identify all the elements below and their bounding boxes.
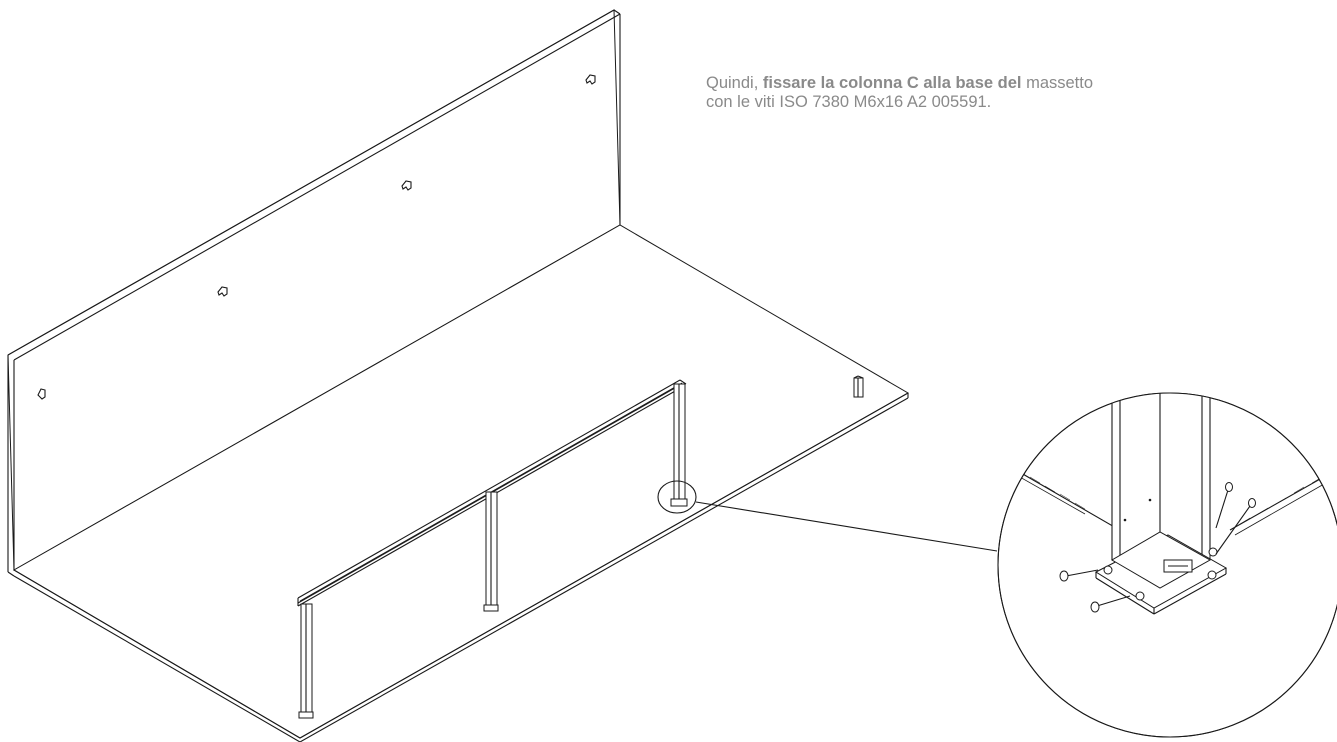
back-wall-panel: [7, 9, 621, 572]
wall-bracket: [37, 388, 46, 400]
floor-slab: [7, 224, 910, 742]
screw: [1059, 569, 1099, 582]
wall-bracket: [217, 286, 228, 297]
frame-column-right: [670, 383, 688, 507]
frame-column-middle: [483, 491, 499, 612]
screw: [1090, 595, 1131, 613]
screw: [1215, 498, 1256, 555]
wall-bracket: [401, 180, 412, 191]
base-plate: [1094, 531, 1228, 615]
instruction-text-rest: massetto: [1021, 74, 1094, 92]
detail-magnified-view: [997, 392, 1337, 738]
instruction-text-intro: Quindi,: [706, 74, 763, 92]
instruction-text-bold: fissare la colonna C alla base del: [762, 74, 1022, 92]
wall-bracket: [585, 74, 596, 85]
detail-callout-marker: [657, 480, 998, 552]
screw: [1215, 482, 1233, 529]
instruction-text: Quindi, fissare la colonna C alla base d…: [706, 74, 1266, 112]
frame-column-left: [298, 603, 314, 719]
instruction-text-screws: con le viti ISO 7380 M6x16 A2 005591.: [706, 93, 992, 111]
corner-column: [853, 375, 864, 398]
